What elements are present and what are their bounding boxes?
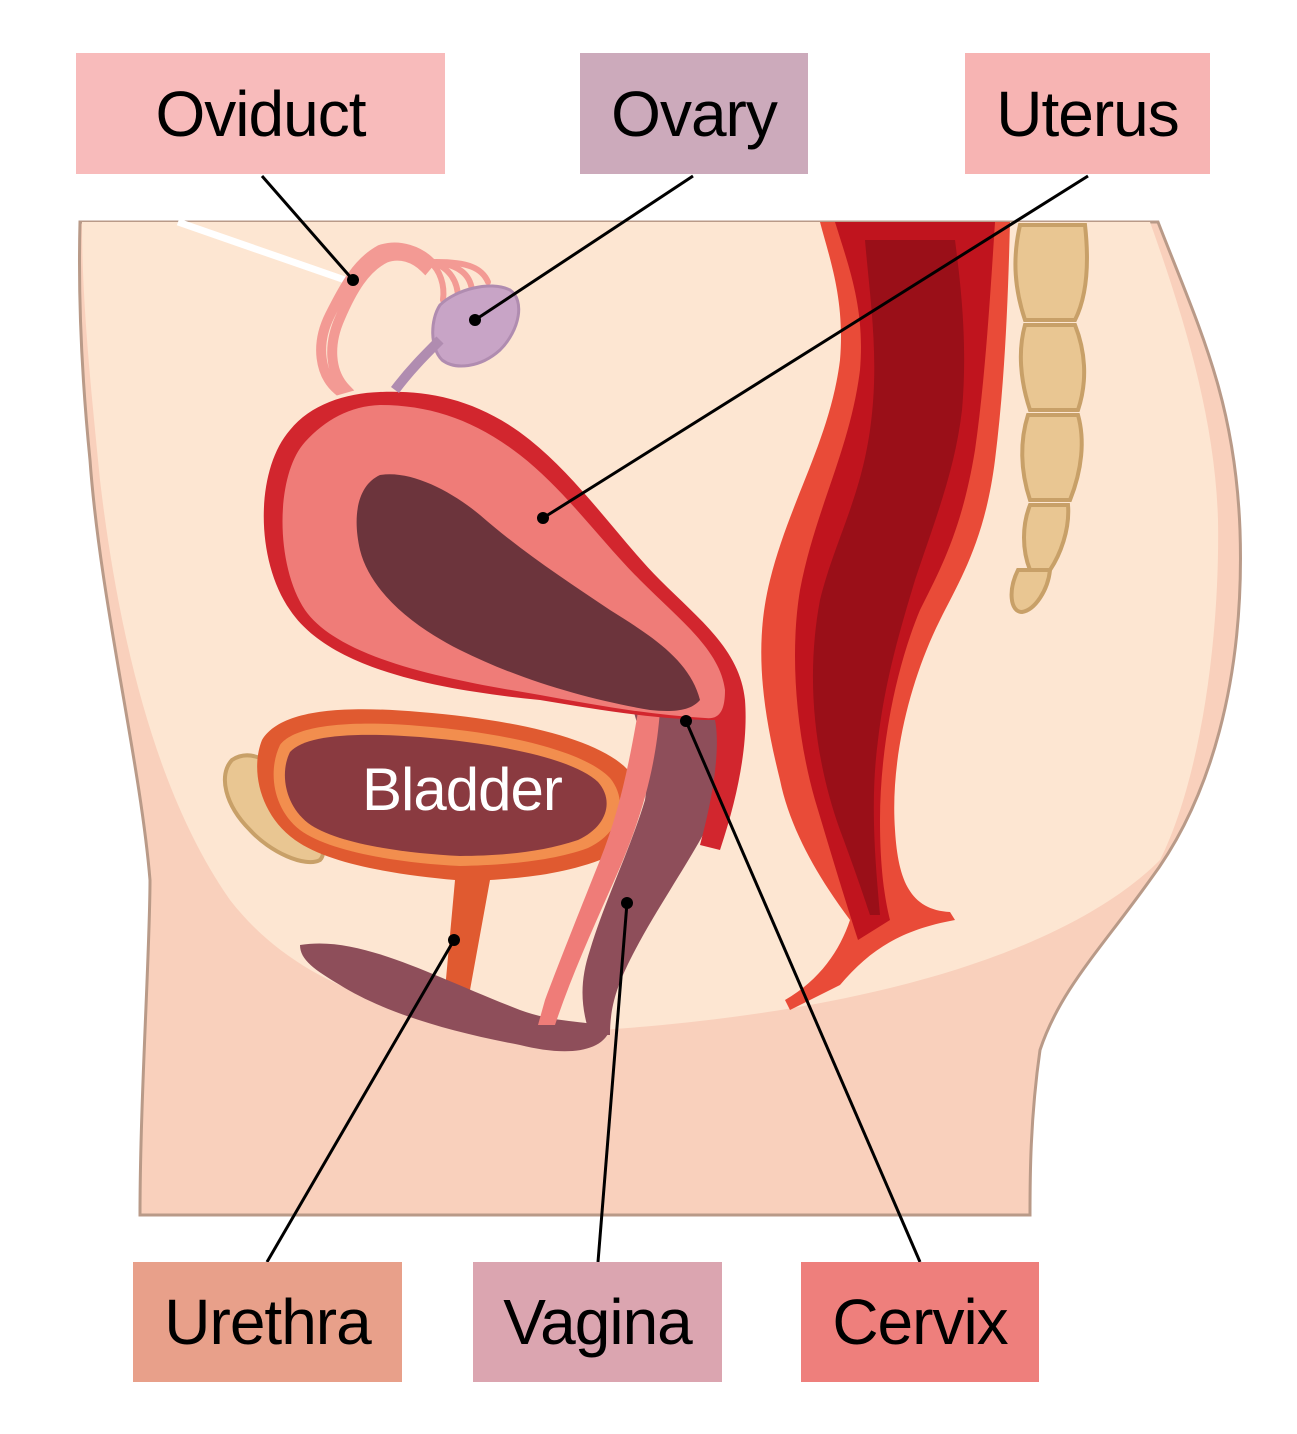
ovarian-ligament — [391, 336, 444, 394]
sacrum — [1009, 223, 1089, 615]
cervix-label: Cervix — [801, 1262, 1039, 1382]
urethra-leader — [265, 939, 456, 1263]
vagina-organ — [582, 694, 737, 1035]
vagina-label: Vagina — [473, 1262, 722, 1382]
uterus-leader — [542, 174, 1089, 520]
bladder-label: Bladder — [362, 756, 563, 823]
uterus-organ — [263, 391, 746, 850]
cervix-leader — [684, 720, 922, 1263]
oviduct-leader — [260, 175, 355, 281]
perineum — [300, 943, 610, 1052]
uterus-label: Uterus — [965, 53, 1210, 174]
urethra-label: Urethra — [133, 1262, 402, 1382]
vagina-leader — [596, 902, 629, 1263]
ovary-leader — [474, 174, 694, 322]
ligament — [176, 218, 347, 284]
leader-dots — [347, 274, 692, 946]
bladder-organ — [257, 709, 640, 990]
oviduct-label: Oviduct — [76, 53, 445, 174]
leader-lines — [260, 174, 1089, 1263]
ovary-label: Ovary — [580, 53, 808, 174]
vagina-wall — [538, 700, 660, 1025]
rectum-lumen — [812, 240, 965, 915]
